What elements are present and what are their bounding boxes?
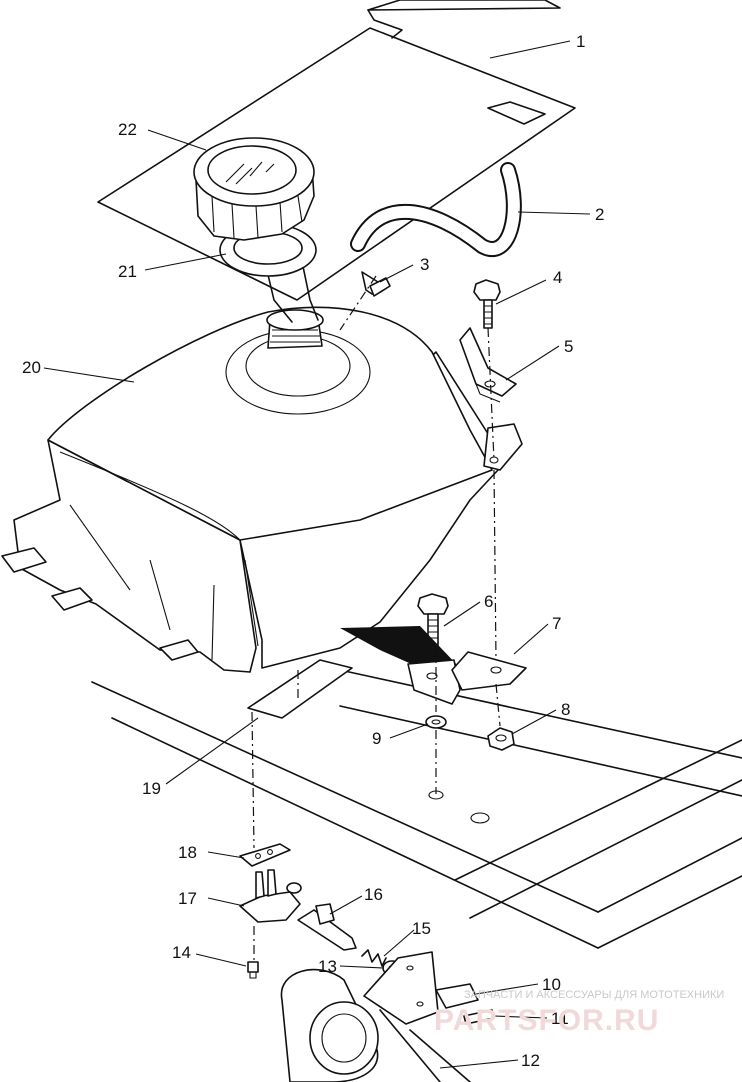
spring [361, 949, 387, 967]
part-label-8: 8 [561, 700, 570, 719]
part-label-2: 2 [595, 205, 604, 224]
vent-hose [350, 162, 522, 257]
part-label-19: 19 [142, 779, 161, 798]
fuel-valve [239, 869, 302, 923]
seat-base-plate [97, 0, 576, 301]
part-label-10: 10 [542, 975, 561, 994]
upper-bolt [473, 279, 501, 329]
part-label-13: 13 [318, 957, 337, 976]
rubber-pad [247, 659, 353, 719]
part-label-15: 15 [412, 919, 431, 938]
part-label-21: 21 [118, 262, 137, 281]
leader-lines [43, 40, 591, 1069]
alignment-lines [251, 275, 501, 960]
valve-lever [297, 903, 357, 951]
watermark: ЗАПЧАСТИ И АКСЕССУАРЫ ДЛЯ МОТОТЕХНИКИ PA… [434, 989, 724, 1037]
rear-bracket [340, 626, 527, 705]
fuel-cap [193, 137, 315, 241]
hose-elbow-fitting [361, 271, 391, 297]
valve-mounting-plate [239, 843, 291, 867]
part-label-22: 22 [118, 120, 137, 139]
part-label-18: 18 [178, 843, 197, 862]
part-label-11: 11 [551, 1009, 569, 1028]
part-labels: 1 2 3 4 5 6 7 8 9 10 11 12 13 14 15 16 1… [22, 32, 604, 1070]
front-bracket [459, 327, 517, 403]
part-label-5: 5 [564, 337, 573, 356]
part-label-17: 17 [178, 889, 197, 908]
valve-screw [247, 961, 259, 979]
part-label-12: 12 [521, 1051, 540, 1070]
link-plate [363, 951, 479, 1025]
nut [487, 727, 515, 751]
watermark-logo: PARTSFOR.RU [434, 1004, 659, 1037]
watermark-tagline: ЗАПЧАСТИ И АКСЕССУАРЫ ДЛЯ МОТОТЕХНИКИ [464, 989, 724, 1001]
part-label-20: 20 [22, 358, 41, 377]
screw [463, 1009, 495, 1025]
frame-rails [91, 669, 742, 949]
part-label-3: 3 [420, 255, 429, 274]
washer [425, 715, 447, 729]
part-label-16: 16 [364, 885, 383, 904]
part-label-1: 1 [576, 32, 585, 51]
part-label-9: 9 [372, 729, 381, 748]
crankcase [280, 968, 471, 1082]
part-label-4: 4 [553, 268, 562, 287]
fuel-tank [1, 251, 523, 673]
part-label-6: 6 [484, 592, 493, 611]
part-label-14: 14 [172, 943, 191, 962]
part-label-7: 7 [552, 614, 561, 633]
